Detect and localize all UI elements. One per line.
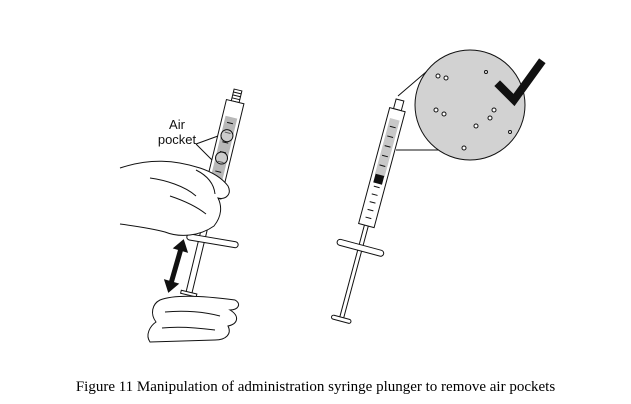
pocket-label: pocket: [157, 132, 197, 147]
upper-hand: [119, 160, 230, 236]
air-pocket-pointer: [195, 135, 219, 161]
air-label: Air: [169, 117, 185, 132]
double-arrow-icon: [163, 239, 189, 293]
right-syringe: [331, 98, 406, 324]
bubbles: [433, 70, 512, 151]
lower-hand: [147, 295, 240, 343]
figure-caption: Figure 11 Manipulation of administration…: [75, 379, 556, 395]
checkmark-icon: [494, 58, 546, 107]
air-pocket-label: Air pocket: [155, 117, 199, 147]
magnifier-circle: [414, 49, 526, 161]
